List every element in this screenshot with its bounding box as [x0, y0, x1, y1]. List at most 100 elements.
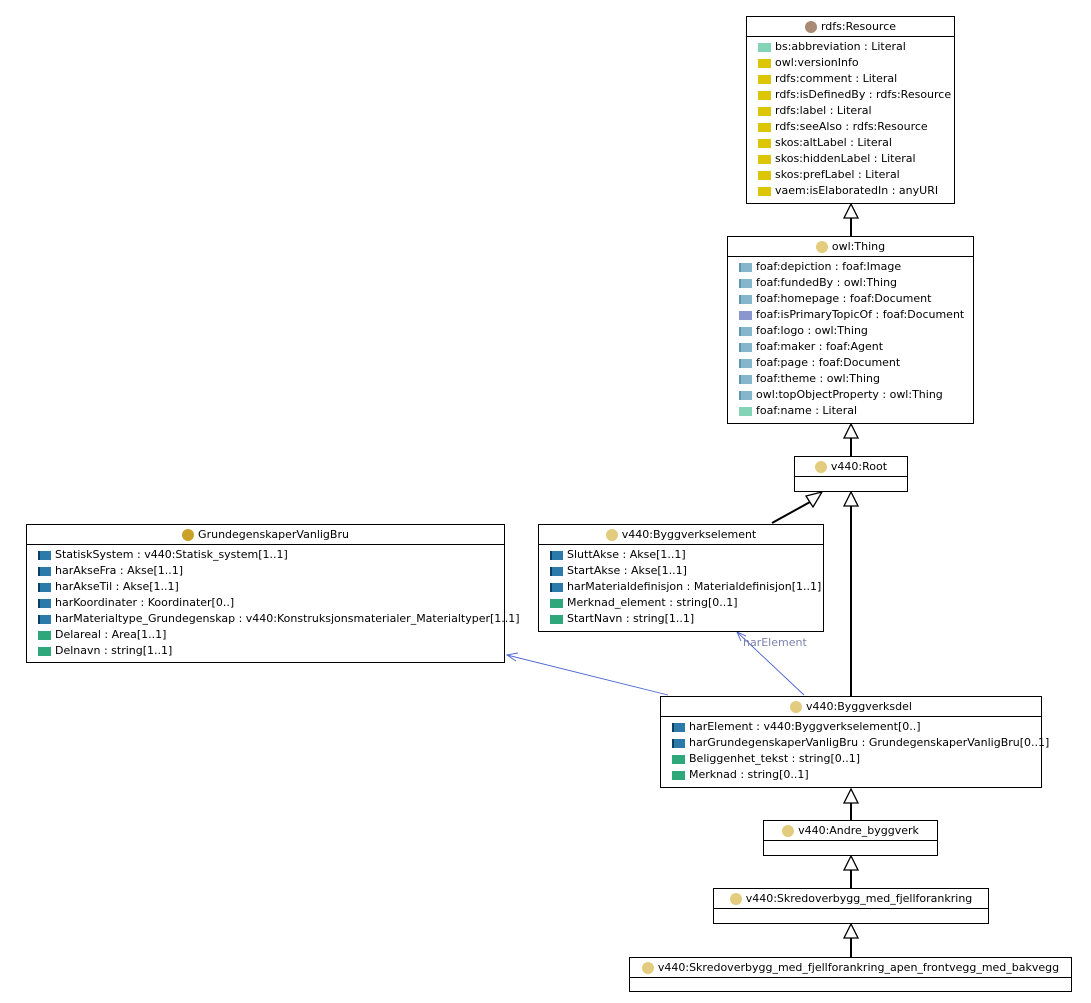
attribute-row[interactable]: Beliggenhet_tekst : string[0..1]: [672, 751, 1041, 767]
attribute-row[interactable]: harKoordinater : Koordinater[0..]: [38, 595, 504, 611]
attribute-list: harElement : v440:Byggverkselement[0..]h…: [661, 717, 1049, 783]
attribute-label: foaf:logo : owl:Thing: [756, 324, 868, 337]
class-icon: [815, 240, 828, 253]
datatype-property-icon: [672, 770, 685, 780]
class-icon: [729, 892, 742, 905]
generalization-thing-to-resource: [842, 202, 860, 236]
attribute-label: rdfs:seeAlso : rdfs:Resource: [775, 120, 928, 133]
attribute-row[interactable]: StartAkse : Akse[1..1]: [550, 563, 823, 579]
class-box-v440-root[interactable]: v440:Root: [794, 456, 908, 492]
attribute-label: harKoordinater : Koordinater[0..]: [55, 596, 235, 609]
class-box-andre-byggverk[interactable]: v440:Andre_byggverk: [763, 820, 938, 856]
class-header: rdfs:Resource: [747, 17, 954, 37]
class-title: v440:Byggverksdel: [806, 700, 912, 713]
attribute-label: rdfs:isDefinedBy : rdfs:Resource: [775, 88, 952, 101]
generalization-apen-to-skred: [842, 922, 860, 957]
class-icon: [790, 700, 803, 713]
annotation-property-icon: [758, 138, 771, 148]
attribute-label: SluttAkse : Akse[1..1]: [567, 548, 686, 561]
attribute-row[interactable]: rdfs:seeAlso : rdfs:Resource: [758, 119, 954, 135]
class-header: v440:Andre_byggverk: [764, 821, 937, 841]
attribute-row[interactable]: rdfs:comment : Literal: [758, 71, 954, 87]
object-property-icon: [38, 550, 51, 560]
class-title: v440:Root: [830, 460, 888, 473]
object-property-icon: [550, 566, 563, 576]
class-box-skredoverbygg[interactable]: v440:Skredoverbygg_med_fjellforankring: [713, 888, 989, 924]
attribute-row[interactable]: skos:altLabel : Literal: [758, 135, 954, 151]
inherited-object-property-icon: [739, 342, 752, 352]
attribute-row[interactable]: foaf:isPrimaryTopicOf : foaf:Document: [739, 307, 973, 323]
class-box-byggverksdel[interactable]: v440:Byggverksdel harElement : v440:Bygg…: [660, 696, 1049, 788]
attribute-row[interactable]: harMaterialdefinisjon : Materialdefinisj…: [550, 579, 823, 595]
attribute-label: Delareal : Area[1..1]: [55, 628, 167, 641]
class-title: GrundegenskaperVanligBru: [198, 528, 349, 541]
attribute-row[interactable]: Merknad : string[0..1]: [672, 767, 1041, 783]
attribute-row[interactable]: rdfs:isDefinedBy : rdfs:Resource: [758, 87, 954, 103]
attribute-row[interactable]: Merknad_element : string[0..1]: [550, 595, 823, 611]
inherited-object-property-icon: [739, 278, 752, 288]
class-icon: [641, 961, 654, 974]
annotation-property-icon: [758, 106, 771, 116]
attribute-row[interactable]: foaf:homepage : foaf:Document: [739, 291, 973, 307]
attribute-row[interactable]: bs:abbreviation : Literal: [758, 39, 954, 55]
attribute-row[interactable]: owl:versionInfo: [758, 55, 954, 71]
literal-property-icon: [758, 42, 771, 52]
attribute-row[interactable]: Delnavn : string[1..1]: [38, 643, 504, 659]
attribute-row[interactable]: vaem:isElaboratedIn : anyURI: [758, 183, 954, 199]
class-box-byggverkselement[interactable]: v440:Byggverkselement SluttAkse : Akse[1…: [538, 524, 824, 632]
generalization-root-to-thing: [842, 422, 860, 456]
inherited-object-property-icon: [739, 294, 752, 304]
object-property-icon: [672, 738, 685, 748]
attribute-row[interactable]: foaf:name : Literal: [739, 403, 973, 419]
attribute-label: StatiskSystem : v440:Statisk_system[1..1…: [55, 548, 288, 561]
class-title: v440:Andre_byggverk: [798, 824, 919, 837]
attribute-row[interactable]: StartNavn : string[1..1]: [550, 611, 823, 627]
attribute-label: skos:hiddenLabel : Literal: [775, 152, 916, 165]
attribute-label: StartNavn : string[1..1]: [567, 612, 695, 625]
attribute-row[interactable]: skos:prefLabel : Literal: [758, 167, 954, 183]
attribute-row[interactable]: rdfs:label : Literal: [758, 103, 954, 119]
attribute-row[interactable]: owl:topObjectProperty : owl:Thing: [739, 387, 973, 403]
inherited-object-property-icon: [739, 358, 752, 368]
attribute-row[interactable]: foaf:maker : foaf:Agent: [739, 339, 973, 355]
attribute-row[interactable]: StatiskSystem : v440:Statisk_system[1..1…: [38, 547, 504, 563]
object-property-icon: [38, 566, 51, 576]
attribute-row[interactable]: foaf:page : foaf:Document: [739, 355, 973, 371]
attribute-row[interactable]: harElement : v440:Byggverkselement[0..]: [672, 719, 1041, 735]
attribute-label: skos:altLabel : Literal: [775, 136, 892, 149]
annotation-property-icon: [758, 170, 771, 180]
object-property-icon: [550, 550, 563, 560]
attribute-row[interactable]: harMaterialtype_Grundegenskap : v440:Kon…: [38, 611, 520, 627]
attribute-label: harAkseFra : Akse[1..1]: [55, 564, 184, 577]
attribute-row[interactable]: harAkseFra : Akse[1..1]: [38, 563, 504, 579]
attribute-row[interactable]: foaf:theme : owl:Thing: [739, 371, 973, 387]
datatype-property-icon: [672, 754, 685, 764]
attribute-label: foaf:depiction : foaf:Image: [756, 260, 902, 273]
attribute-row[interactable]: Delareal : Area[1..1]: [38, 627, 504, 643]
inherited-object-property-icon: [739, 390, 752, 400]
attribute-row[interactable]: harGrundegenskaperVanligBru : Grundegens…: [672, 735, 1049, 751]
attribute-row[interactable]: foaf:logo : owl:Thing: [739, 323, 973, 339]
annotation-property-icon: [758, 122, 771, 132]
attribute-row[interactable]: harAkseTil : Akse[1..1]: [38, 579, 504, 595]
attribute-label: Beliggenhet_tekst : string[0..1]: [689, 752, 861, 765]
class-box-grundegenskaper-vanlig-bru[interactable]: GrundegenskaperVanligBru StatiskSystem :…: [26, 524, 520, 663]
annotation-property-icon: [758, 90, 771, 100]
attribute-row[interactable]: skos:hiddenLabel : Literal: [758, 151, 954, 167]
har-element-edge-label: harElement: [743, 636, 807, 649]
attribute-label: vaem:isElaboratedIn : anyURI: [775, 184, 939, 197]
attribute-label: Merknad_element : string[0..1]: [567, 596, 738, 609]
class-title: v440:Byggverkselement: [621, 528, 757, 541]
attribute-label: foaf:maker : foaf:Agent: [756, 340, 884, 353]
attribute-label: foaf:name : Literal: [756, 404, 858, 417]
attribute-row[interactable]: foaf:fundedBy : owl:Thing: [739, 275, 973, 291]
resource-icon: [804, 20, 817, 33]
attribute-row[interactable]: foaf:depiction : foaf:Image: [739, 259, 973, 275]
object-property-icon: [38, 614, 51, 624]
class-box-skredoverbygg-apen[interactable]: v440:Skredoverbygg_med_fjellforankring_a…: [629, 957, 1072, 992]
attribute-row[interactable]: SluttAkse : Akse[1..1]: [550, 547, 823, 563]
class-header: v440:Byggverksdel: [661, 697, 1041, 717]
class-title: v440:Skredoverbygg_med_fjellforankring_a…: [657, 961, 1060, 974]
